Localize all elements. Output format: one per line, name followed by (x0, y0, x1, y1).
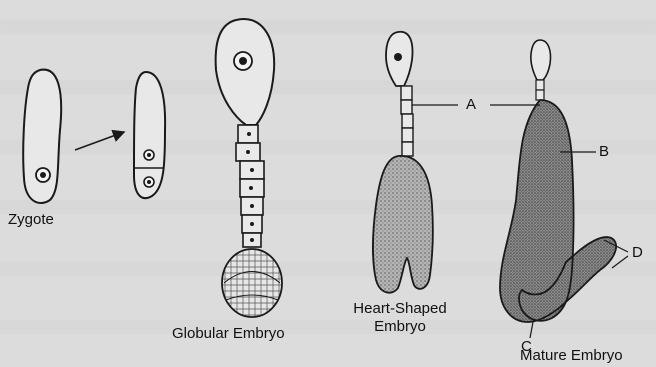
mature-embryo (500, 40, 616, 322)
zygote-cell (23, 70, 61, 203)
zygote-label: Zygote (8, 212, 54, 228)
heart-shaped-label-line1: Heart-Shaped (340, 301, 460, 317)
part-a-label: A (466, 96, 476, 113)
part-b-label: B (599, 143, 609, 160)
heart-shaped-embryo (373, 32, 433, 293)
part-d-label: D (632, 244, 643, 261)
two-cell-stage (134, 72, 165, 198)
globular-embryo (216, 19, 282, 317)
heart-shaped-label-line2: Embryo (340, 319, 460, 335)
globular-embryo-label: Globular Embryo (172, 326, 285, 342)
mature-embryo-label: Mature Embryo (520, 348, 623, 364)
division-arrow (75, 132, 124, 150)
part-c-label: C (521, 338, 532, 355)
